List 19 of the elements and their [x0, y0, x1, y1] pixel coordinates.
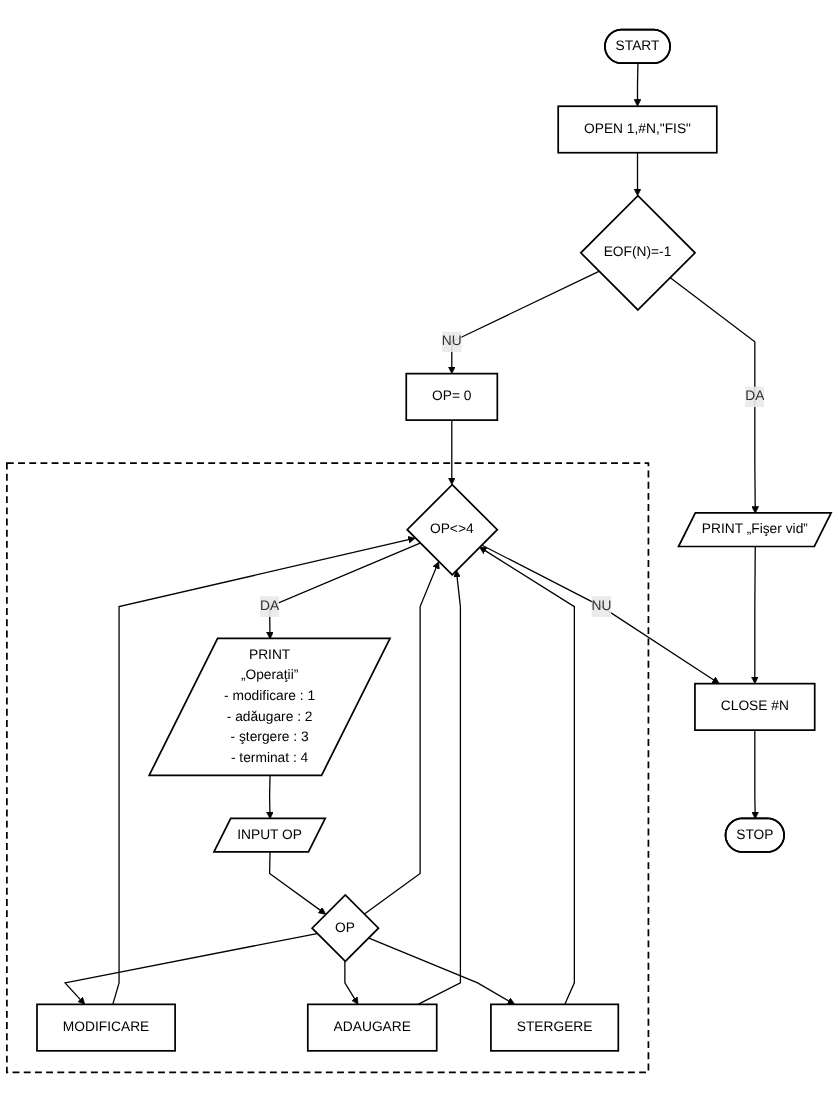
arrow: [751, 546, 759, 684]
arrow: [633, 63, 642, 107]
arrow: [448, 419, 456, 485]
arrow: [479, 546, 575, 1005]
arrow: [480, 544, 720, 684]
arrow: [669, 276, 759, 514]
arrow: [344, 960, 359, 1005]
arrow: [268, 851, 326, 915]
arrow: [367, 937, 515, 1005]
arrow: [417, 569, 462, 1005]
cluster: [6, 462, 650, 1074]
arrow: [633, 152, 642, 197]
arrow: [266, 542, 421, 640]
arrow: [266, 775, 274, 820]
arrow: [63, 932, 318, 1005]
arrow: [448, 270, 600, 374]
arrow: [751, 729, 759, 820]
arrow: [112, 536, 416, 1005]
arrow: [363, 561, 440, 915]
